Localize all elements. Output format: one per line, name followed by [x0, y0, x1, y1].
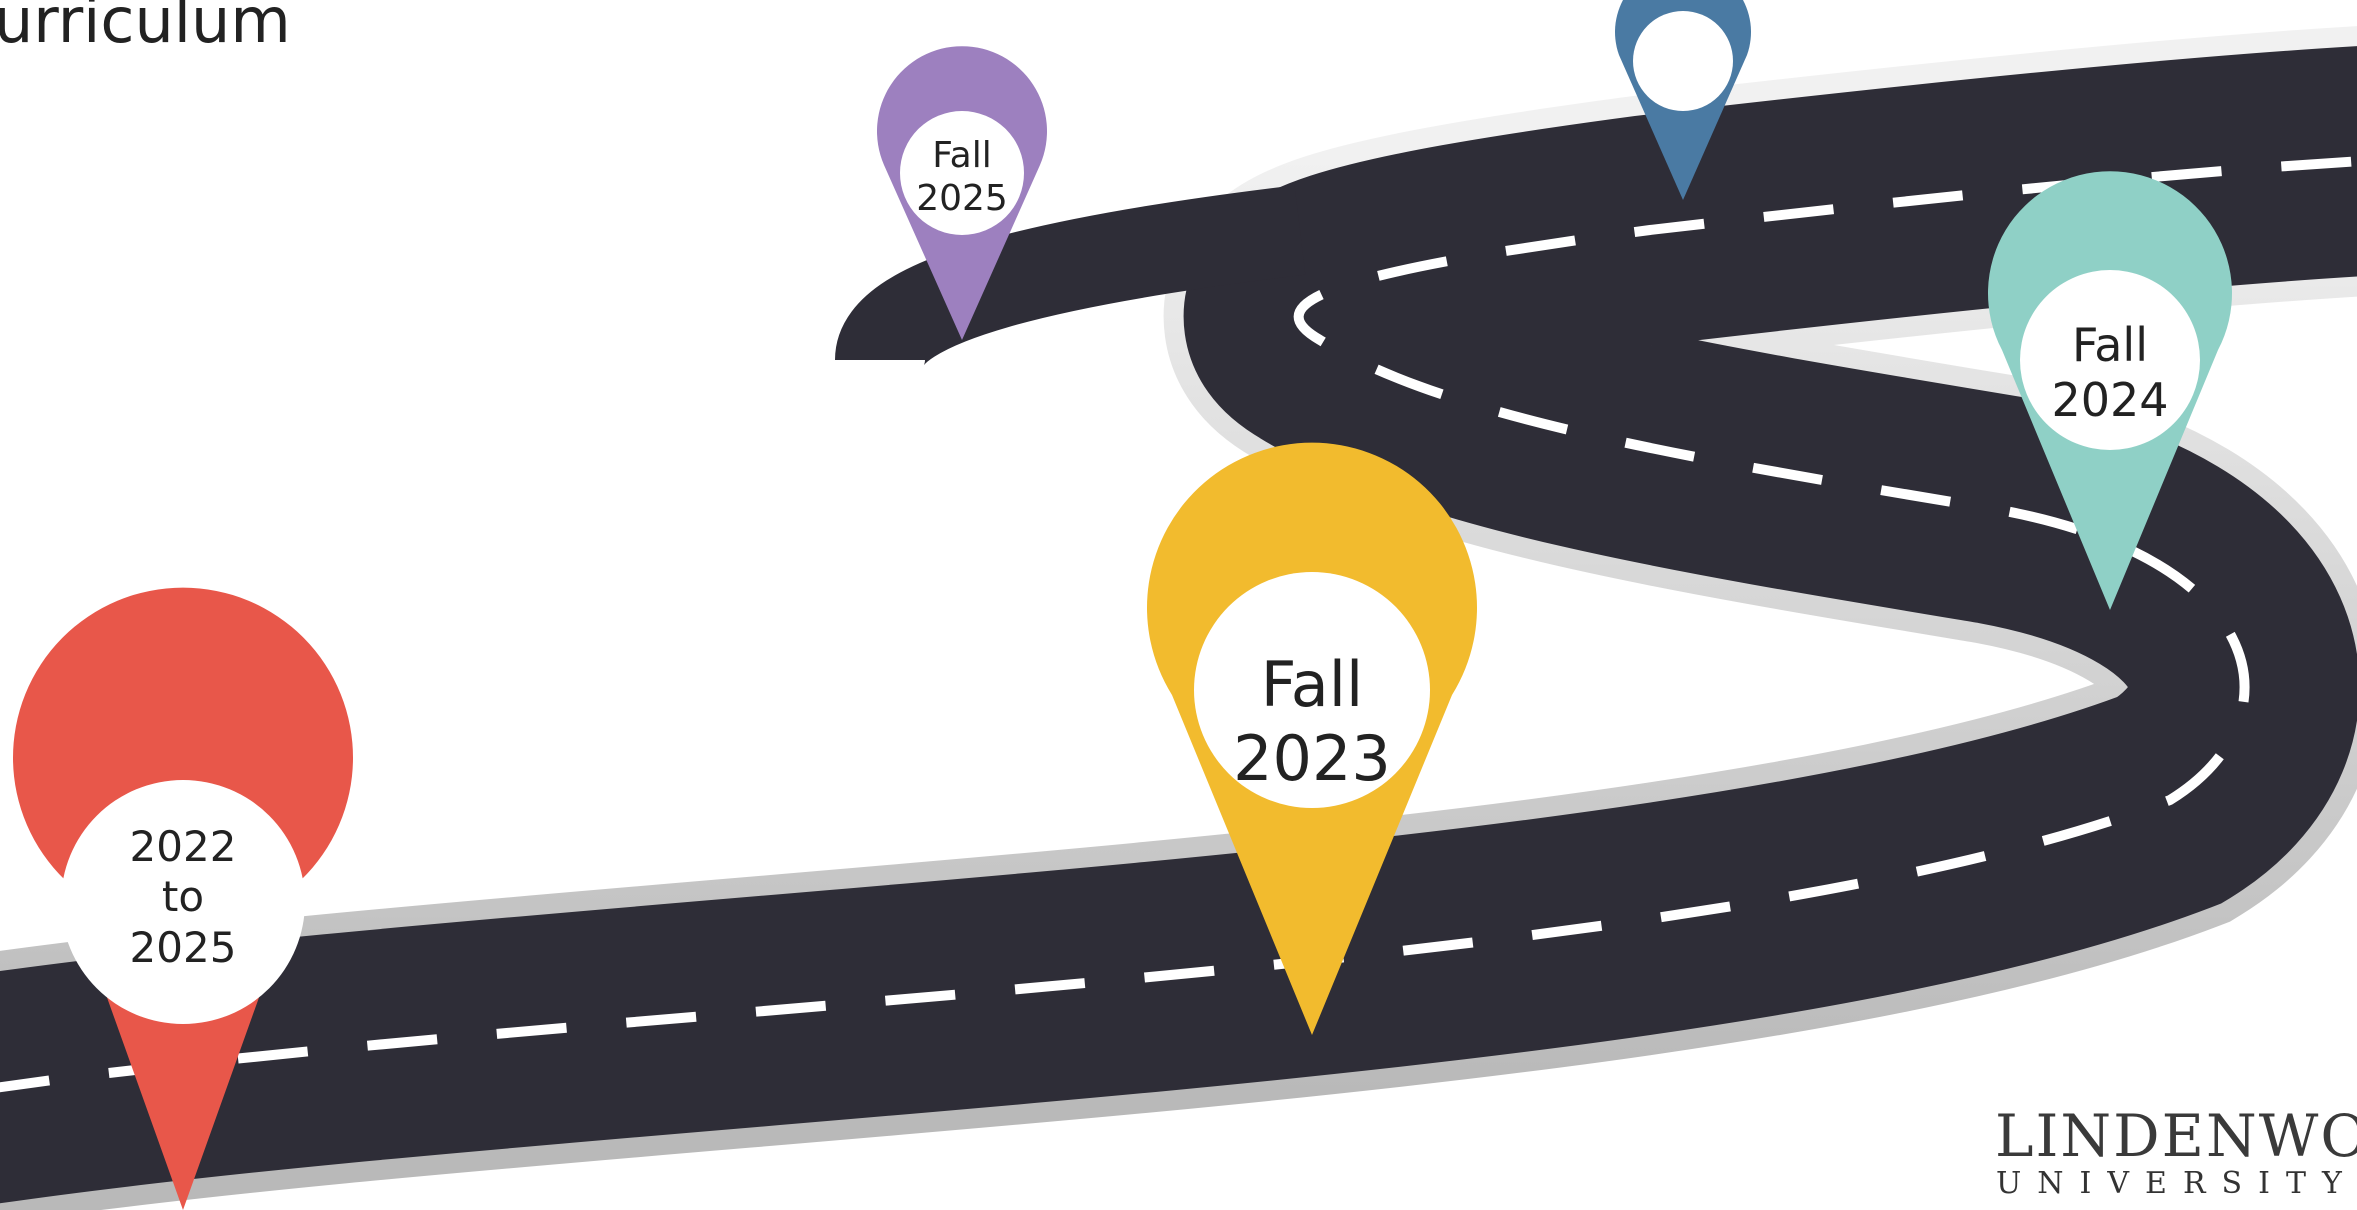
slide-title: urriculum [0, 0, 291, 57]
pin-label-line: Fall [902, 134, 1022, 177]
university-logo-wordmark: LINDENWOOD [1995, 1102, 2357, 1170]
pin-label-line: Fall [2020, 318, 2200, 373]
university-logo-subtitle: UNIVERSITY [1996, 1166, 2357, 1201]
pin-label-line: 2025 [73, 923, 293, 973]
pin-label-line: Fall [1192, 648, 1432, 722]
pin-label-line: to [73, 872, 293, 922]
pin-label-teal: Fall 2024 [2020, 318, 2200, 428]
pin-label-red: 2022 to 2025 [73, 822, 293, 973]
pin-label-line: 2023 [1192, 722, 1432, 796]
pin-label-yellow: Fall 2023 [1192, 648, 1432, 797]
pin-label-line: 2025 [902, 177, 1022, 220]
pin-label-line: 2024 [2020, 373, 2200, 428]
pin-label-purple: Fall 2025 [902, 134, 1022, 220]
pin-label-line: 2022 [73, 822, 293, 872]
